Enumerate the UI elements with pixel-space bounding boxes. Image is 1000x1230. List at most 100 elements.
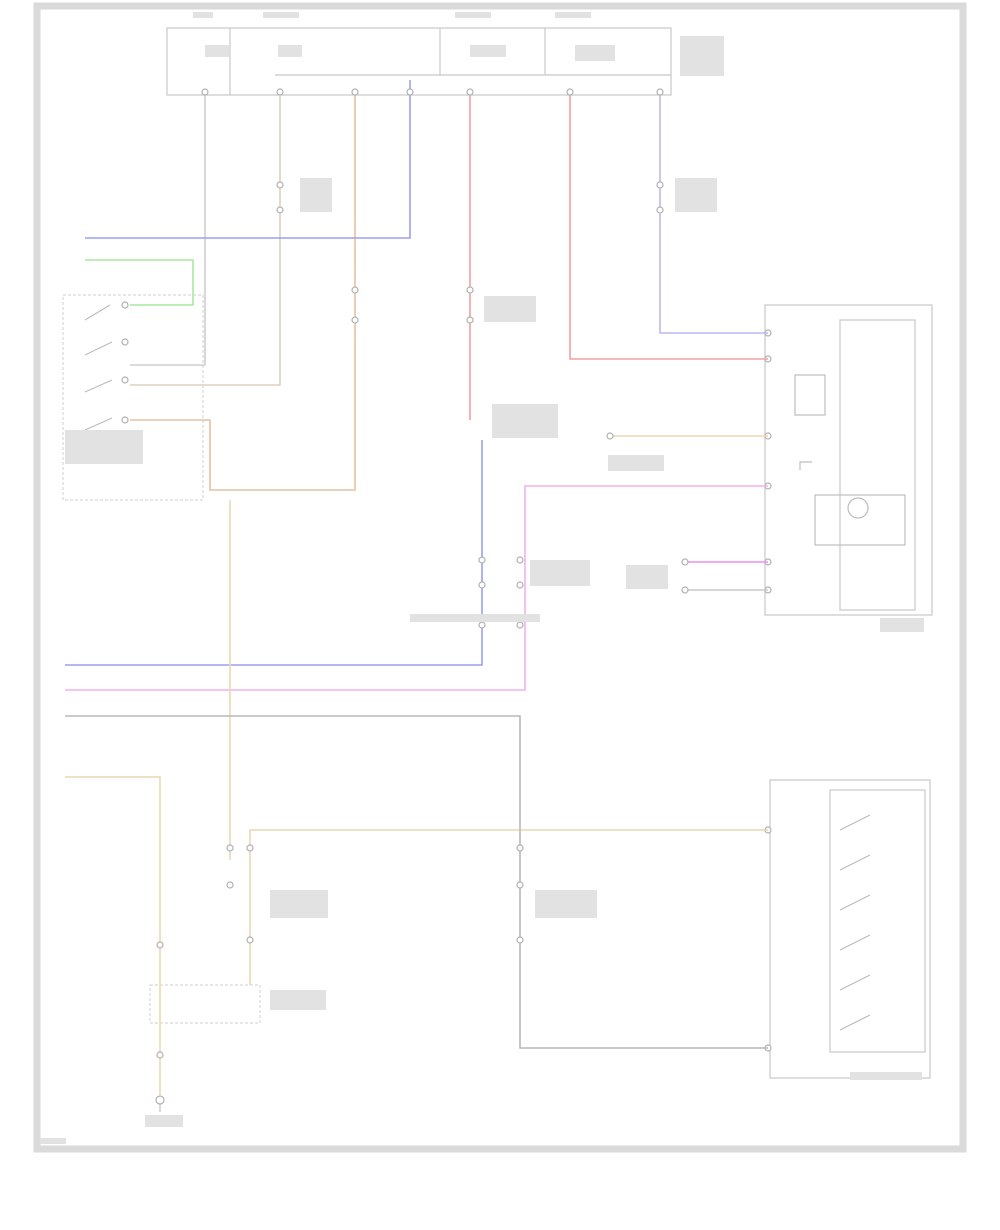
wire-pink	[65, 485, 768, 691]
connector-pin	[516, 581, 524, 589]
combination-switch-body	[62, 294, 204, 501]
diagram-frame	[33, 2, 967, 1153]
text-mark	[555, 12, 591, 18]
text-mark	[484, 296, 536, 322]
lamp-body	[149, 984, 261, 1024]
switch-unit-contact	[839, 814, 871, 831]
connector-pin	[466, 88, 474, 96]
wire-orange	[130, 95, 356, 491]
connector-pin	[656, 88, 664, 96]
connector-pin	[516, 556, 524, 564]
text-mark	[850, 1072, 922, 1080]
control-module-body	[764, 304, 933, 616]
control-module-element	[847, 497, 869, 519]
connector-pin	[681, 586, 689, 594]
control-module-element	[814, 494, 906, 546]
connector-pin	[466, 316, 474, 324]
connector-pin	[156, 941, 164, 949]
connector-pin	[516, 936, 524, 944]
connector-pins	[156, 88, 689, 1059]
switch-unit-inner	[829, 789, 926, 1053]
text-mark	[530, 560, 590, 586]
illegible-text-marks	[40, 12, 924, 1144]
connector-pin	[656, 206, 664, 214]
switch-contact	[84, 417, 113, 431]
text-mark	[880, 618, 924, 632]
switch-terminal	[121, 376, 129, 384]
switch-contact	[84, 341, 113, 356]
text-mark	[145, 1115, 183, 1127]
connector-pin	[226, 844, 234, 852]
switch-terminal	[121, 416, 129, 424]
wire-blue	[65, 440, 483, 666]
text-mark	[455, 12, 491, 18]
connector-pin	[478, 556, 486, 564]
switch-unit	[764, 779, 931, 1079]
connector-pin	[566, 88, 574, 96]
connector-pin	[351, 286, 359, 294]
connector-pin	[246, 844, 254, 852]
switch-unit-contact	[839, 1014, 871, 1031]
connector-pin	[606, 432, 614, 440]
wire-blue	[659, 95, 768, 334]
text-mark	[270, 990, 326, 1010]
fuse-block-outline	[166, 27, 672, 96]
connector-pin	[656, 181, 664, 189]
switch-terminal	[121, 338, 129, 346]
connector-pin	[156, 1051, 164, 1059]
control-module-element	[794, 374, 826, 416]
lamp-component	[149, 984, 261, 1112]
text-mark	[65, 430, 143, 464]
wire-tan	[249, 829, 768, 985]
connector-pin	[516, 621, 524, 629]
wire-tan	[65, 776, 161, 1096]
connector-pin	[246, 936, 254, 944]
connector-pin	[406, 88, 414, 96]
connector-pin	[516, 881, 524, 889]
text-mark	[40, 1138, 66, 1144]
text-mark	[205, 45, 229, 57]
wire-gray	[65, 715, 768, 1049]
switch-unit-contact	[839, 854, 871, 871]
control-module-ground	[799, 461, 812, 470]
text-mark	[278, 45, 302, 57]
text-mark	[492, 404, 558, 438]
connector-pin	[276, 206, 284, 214]
fuse-block	[166, 27, 672, 96]
wire-blue	[85, 80, 411, 239]
connector-pin	[516, 844, 524, 852]
text-mark	[410, 614, 540, 622]
text-mark	[680, 36, 724, 76]
switch-terminal	[121, 301, 129, 309]
wire-red	[569, 95, 768, 360]
control-module-inner	[839, 319, 916, 611]
text-mark	[263, 12, 299, 18]
text-mark	[300, 178, 332, 212]
wire-green	[85, 259, 194, 306]
text-mark	[626, 565, 668, 589]
connector-pin	[276, 181, 284, 189]
switch-unit-contact	[839, 934, 871, 951]
connector-pin	[478, 581, 486, 589]
control-module	[764, 304, 933, 616]
switch-unit-contact	[839, 894, 871, 911]
connector-pin	[276, 88, 284, 96]
switch-contact	[84, 304, 111, 321]
switch-contact	[84, 379, 113, 393]
text-mark	[270, 890, 328, 918]
connector-pin	[226, 881, 234, 889]
combination-switch	[62, 294, 204, 501]
connector-pin	[681, 558, 689, 566]
text-mark	[193, 12, 213, 18]
text-mark	[535, 890, 597, 918]
ground-terminal	[155, 1095, 165, 1105]
connector-pin	[466, 286, 474, 294]
wires	[65, 80, 768, 1096]
wire-tan	[130, 95, 281, 386]
connector-pin	[478, 621, 486, 629]
connector-pin	[351, 316, 359, 324]
connector-pin	[351, 88, 359, 96]
switch-unit-contact	[839, 974, 871, 991]
text-mark	[608, 455, 664, 471]
connector-pin	[201, 88, 209, 96]
